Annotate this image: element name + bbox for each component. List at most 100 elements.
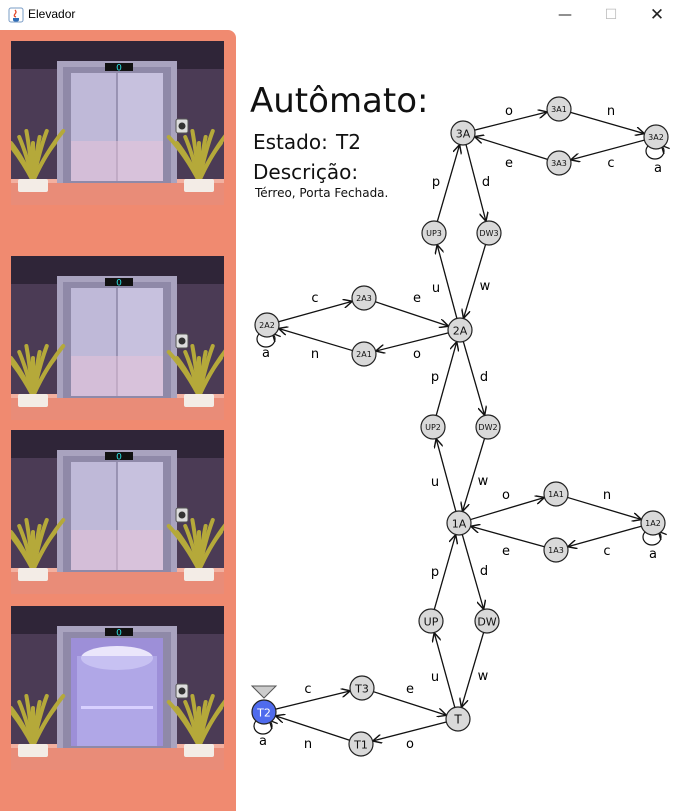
state-circle (474, 608, 500, 634)
transition-loop-3A2 (645, 146, 664, 160)
transition-label: n (304, 737, 312, 752)
state-node-UP: UP (418, 608, 444, 634)
state-circle (421, 220, 447, 246)
state-node-1A1: 1A1 (543, 481, 569, 507)
floor-display-digit: 0 (116, 279, 122, 289)
state-label: T (453, 713, 462, 727)
floor-display-digit: 0 (116, 629, 122, 639)
state-label: 2A2 (259, 321, 275, 330)
state-label: 2A (453, 325, 468, 338)
state-label: UP3 (426, 229, 442, 238)
state-label: DW3 (479, 229, 498, 238)
state-node-1A: 1A (446, 510, 472, 536)
title-bar: Elevador — ☐ ✕ (0, 0, 680, 30)
transition-label: n (607, 104, 615, 119)
transition-3A1-3A2 (570, 111, 644, 133)
transition-label: n (603, 488, 611, 503)
state-value: T2 (336, 130, 361, 154)
state-node-3A2: 3A2 (643, 124, 669, 150)
transition-2A1-2A2 (279, 329, 353, 352)
transition-label: u (432, 281, 440, 296)
state-node-1A2: 1A2 (640, 510, 666, 536)
elevator-floor-2: 0 (11, 256, 224, 420)
transition-UP2-2A (435, 343, 456, 416)
transition-T3-T (373, 691, 445, 715)
elevator-floor-4: 0 (11, 606, 224, 770)
state-circle (543, 481, 569, 507)
state-node-T3: T3 (349, 675, 375, 701)
transition-2A-2A1 (377, 332, 449, 351)
transition-label: a (259, 734, 267, 749)
state-label: 3A3 (551, 159, 567, 168)
elevator-floor-illustration: 0 (11, 41, 224, 205)
initial-state-marker (250, 685, 278, 699)
state-label: 1A (452, 518, 467, 531)
state-circle (546, 150, 572, 176)
transition-DW-T (462, 632, 485, 707)
state-label: 3A (456, 128, 471, 141)
state-node-1A3: 1A3 (543, 537, 569, 563)
transition-1A2-1A3 (569, 525, 642, 546)
transition-label: c (607, 156, 614, 171)
elevator-floor-3: 0 (11, 430, 224, 594)
close-button[interactable]: ✕ (649, 5, 665, 25)
maximize-button[interactable]: ☐ (604, 7, 618, 23)
floor-display-digit: 0 (116, 64, 122, 74)
elevator-panel: 0 0 (0, 30, 236, 811)
transition-1A3-1A (472, 526, 545, 548)
state-node-3A1: 3A1 (546, 96, 572, 122)
state-circle (351, 285, 377, 311)
transition-label: c (304, 682, 311, 697)
elevator-floor-illustration: 0 (11, 256, 224, 420)
state-circle (450, 120, 476, 146)
transition-T1-T2 (276, 716, 350, 741)
transition-label: c (603, 544, 610, 559)
description-value: Térreo, Porta Fechada. (255, 186, 389, 200)
transition-loop-2A2 (256, 334, 275, 348)
state-label: 1A3 (548, 546, 564, 555)
transition-1A-1A1 (470, 498, 543, 521)
state-node-2A2: 2A2 (254, 312, 280, 338)
transition-label: e (505, 156, 513, 171)
transition-1A-UP2 (436, 440, 457, 512)
state-node-2A: 2A (447, 317, 473, 343)
automaton-title: Autômato: (250, 81, 429, 121)
state-label: 3A2 (648, 133, 664, 142)
transition-T-T1 (374, 721, 447, 741)
state-circle (351, 341, 377, 367)
transition-label: o (505, 104, 513, 119)
transition-T2-T3 (275, 691, 350, 710)
transition-label: e (502, 544, 510, 559)
state-node-3A3: 3A3 (546, 150, 572, 176)
transition-loop-1A2 (642, 532, 661, 546)
state-circle (643, 124, 669, 150)
state-label: UP2 (425, 423, 441, 432)
state-label: T1 (353, 739, 368, 752)
transition-label: o (406, 737, 414, 752)
state-circle (543, 537, 569, 563)
transition-label: u (431, 670, 439, 685)
state-circle (445, 706, 471, 732)
transition-label: a (649, 547, 657, 562)
state-label: T3 (354, 683, 369, 696)
state-circle (348, 731, 374, 757)
transition-label: o (413, 347, 421, 362)
transition-label: a (262, 346, 270, 361)
state-circle (446, 510, 472, 536)
state-circle (418, 608, 444, 634)
minimize-button[interactable]: — (558, 7, 572, 23)
state-label: DW2 (478, 423, 497, 432)
transition-label: e (406, 682, 414, 697)
state-node-T: T (445, 706, 471, 732)
transition-3A-DW3 (465, 144, 486, 221)
window-title: Elevador (28, 7, 76, 21)
transition-label: o (502, 488, 510, 503)
transition-label: w (480, 279, 491, 294)
state-node-UP3: UP3 (421, 220, 447, 246)
transition-3A3-3A (475, 137, 548, 161)
state-circle (349, 675, 375, 701)
transition-label: d (482, 175, 490, 190)
transition-label: p (431, 565, 439, 580)
state-label: 1A1 (548, 490, 564, 499)
